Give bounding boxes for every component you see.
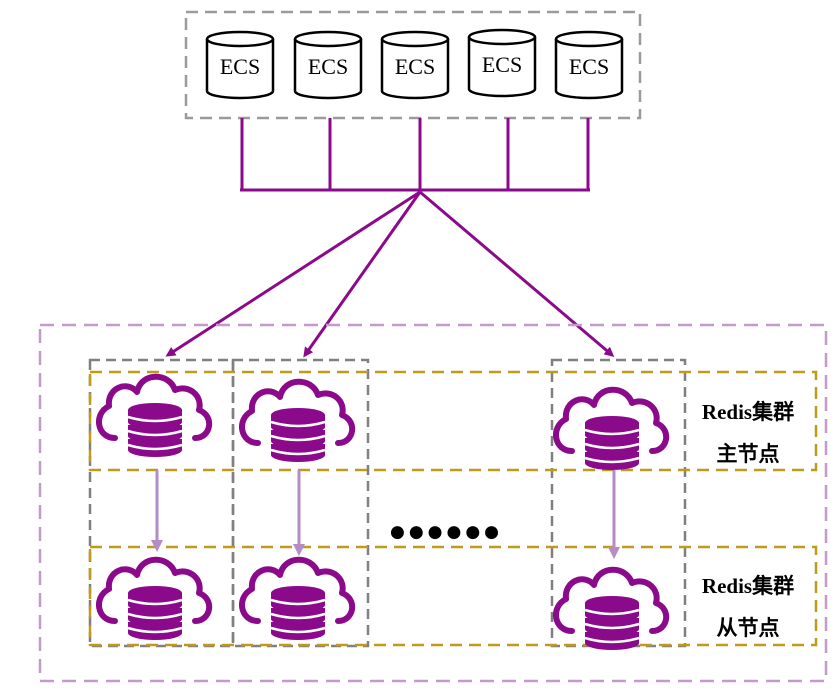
ellipsis: ●●●●●● <box>390 522 504 542</box>
slave-label-line1: Redis集群 <box>701 574 795 598</box>
slave-node-icon-1 <box>99 560 209 640</box>
ecs-group-box <box>184 10 642 120</box>
slave-label: Redis集群 从节点 <box>693 570 803 642</box>
arrow-to-master-2 <box>303 191 422 358</box>
arrow-to-master-1 <box>165 190 421 357</box>
slave-node-icon-3 <box>556 570 666 650</box>
master-node-icon-3 <box>556 390 666 470</box>
master-label-line1: Redis集群 <box>701 400 795 424</box>
ecs-server-2-label: ECS <box>308 54 348 79</box>
ecs-server-2: ECS <box>293 30 363 100</box>
master-node-icon-2 <box>242 382 352 462</box>
replication-arrows <box>151 470 620 559</box>
ecs-server-3-label: ECS <box>395 54 435 79</box>
distribution-arrows <box>165 190 615 358</box>
arrow-to-master-3 <box>419 190 615 357</box>
ecs-server-4-label: ECS <box>482 52 522 77</box>
ecs-server-3: ECS <box>380 30 450 100</box>
slave-node-icon-2 <box>242 560 352 640</box>
node-rows <box>88 370 818 647</box>
master-label-line2: 主节点 <box>716 442 780 466</box>
master-node-icon-1 <box>99 377 209 457</box>
ecs-server-5-label: ECS <box>569 54 609 79</box>
master-row <box>88 370 818 472</box>
ecs-bus <box>240 118 590 192</box>
ecs-server-1: ECS <box>205 30 275 100</box>
slave-row <box>88 545 818 647</box>
slave-label-line2: 从节点 <box>716 616 780 640</box>
ecs-server-4: ECS <box>467 28 537 98</box>
shard-column-1 <box>88 358 235 648</box>
ecs-server-5: ECS <box>554 30 624 100</box>
ecs-server-1-label: ECS <box>220 54 260 79</box>
master-label: Redis集群 主节点 <box>693 396 803 468</box>
